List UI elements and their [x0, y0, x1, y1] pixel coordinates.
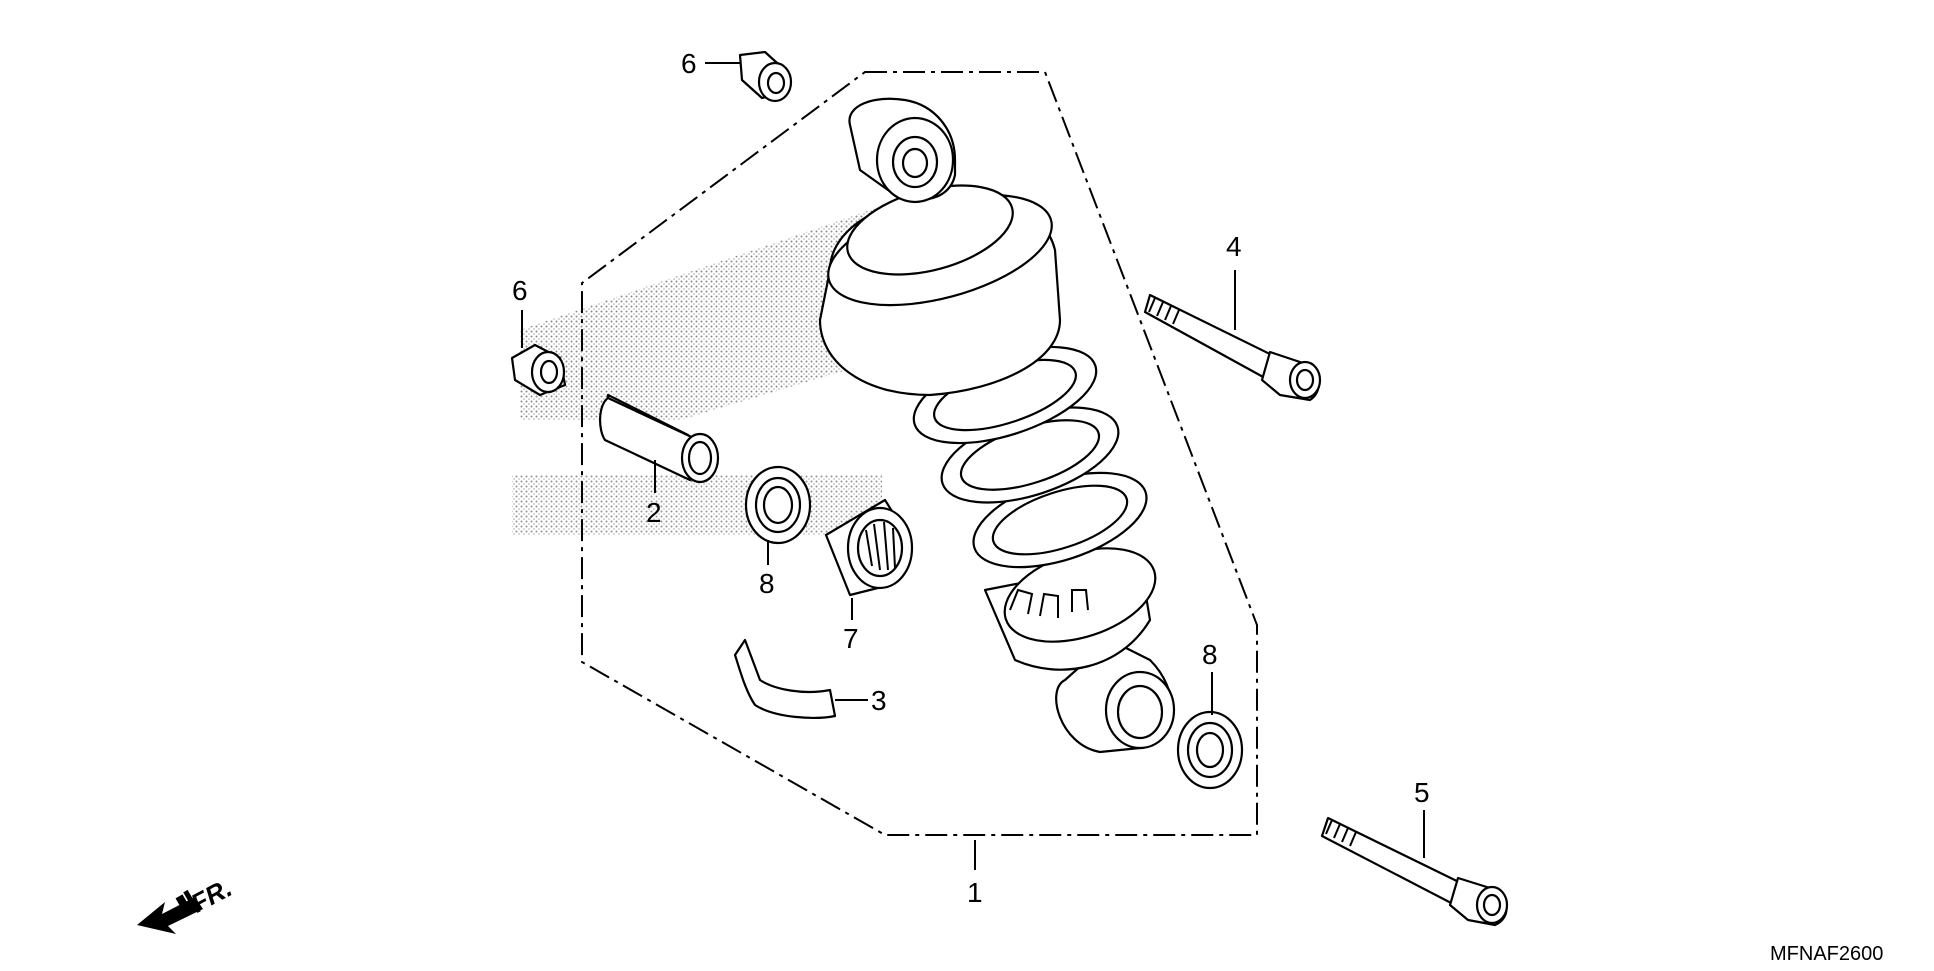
dust-seal-center [744, 465, 812, 545]
callout-8-lower: 8 [1202, 639, 1218, 670]
diagram-code: MFNAF2600 [1770, 943, 1883, 965]
shock-absorber [818, 97, 1176, 754]
callout-4: 4 [1226, 231, 1242, 262]
band-clip [733, 638, 837, 719]
assembly-outline [581, 71, 1258, 836]
callout-8-center: 8 [759, 568, 775, 599]
callout-5: 5 [1414, 777, 1430, 808]
bolt-upper [1143, 293, 1322, 402]
flange-nut-top [738, 50, 793, 103]
bolt-lower [1320, 816, 1509, 927]
dust-seal-lower [1176, 710, 1244, 790]
flange-nut-left [510, 343, 567, 397]
callout-6-top: 6 [681, 48, 697, 79]
collar [599, 393, 720, 484]
callout-6-left: 6 [512, 275, 528, 306]
front-direction-arrow-icon [137, 889, 203, 934]
callout-3: 3 [871, 685, 887, 716]
callout-1: 1 [967, 877, 983, 908]
needle-bearing [824, 498, 914, 597]
callout-7: 7 [843, 623, 859, 654]
callout-2: 2 [646, 497, 662, 528]
